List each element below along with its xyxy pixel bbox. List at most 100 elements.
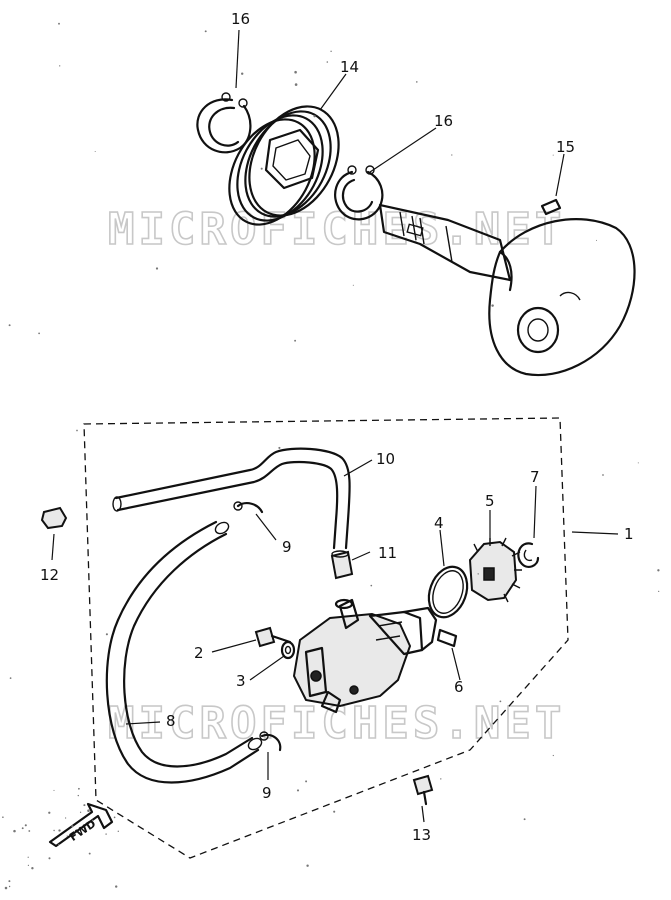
scan-speck bbox=[94, 151, 96, 152]
callout-1: 1 bbox=[624, 525, 634, 543]
scan-speck bbox=[58, 22, 60, 25]
scan-speck bbox=[78, 787, 80, 790]
scan-speck bbox=[552, 754, 554, 757]
scan-speck bbox=[278, 446, 281, 449]
callout-2: 2 bbox=[194, 644, 204, 662]
scan-speck bbox=[4, 886, 8, 890]
scan-speck bbox=[8, 324, 11, 327]
callout-labels: 16 14 16 15 10 7 5 4 1 9 11 12 2 3 6 8 9… bbox=[40, 10, 634, 844]
scan-speck bbox=[523, 818, 526, 821]
scan-speck bbox=[71, 825, 74, 828]
circlip-16-right bbox=[334, 165, 384, 221]
scan-speck bbox=[38, 332, 40, 335]
scan-speck bbox=[8, 880, 11, 883]
scan-speck bbox=[105, 833, 107, 835]
scan-speck bbox=[352, 284, 354, 286]
scan-speck bbox=[657, 569, 660, 572]
scan-speck bbox=[595, 239, 598, 241]
scan-speck bbox=[87, 809, 90, 812]
scan-speck bbox=[31, 867, 34, 870]
assembly-boundary-1 bbox=[83, 417, 569, 859]
scan-speck bbox=[451, 154, 453, 156]
callout-9-lower: 9 bbox=[262, 784, 272, 802]
o-ring-4 bbox=[427, 565, 469, 619]
scan-speck bbox=[9, 677, 12, 679]
scan-speck bbox=[58, 829, 61, 832]
scan-speck bbox=[296, 789, 300, 792]
scan-speck bbox=[440, 778, 442, 780]
scan-speck bbox=[27, 856, 29, 858]
scan-speck bbox=[91, 819, 94, 822]
callout-8: 8 bbox=[166, 712, 176, 730]
scan-speck bbox=[21, 827, 24, 830]
pump-body bbox=[292, 598, 438, 714]
scan-speck bbox=[294, 339, 297, 342]
scan-speck bbox=[79, 811, 82, 813]
callout-9-upper: 9 bbox=[282, 538, 292, 556]
scan-speck bbox=[64, 817, 67, 819]
scan-speck bbox=[155, 267, 159, 270]
scan-speck bbox=[294, 83, 298, 86]
scan-speck bbox=[370, 584, 373, 587]
callout-10: 10 bbox=[376, 450, 395, 468]
scan-speck bbox=[326, 61, 329, 63]
scan-speck bbox=[330, 50, 332, 53]
scan-speck bbox=[28, 830, 31, 832]
scan-speck bbox=[294, 70, 297, 74]
dowel-pin-15 bbox=[540, 198, 562, 216]
callout-4: 4 bbox=[434, 514, 444, 532]
scan-speck bbox=[117, 830, 119, 832]
fwd-arrow: FWD bbox=[48, 802, 114, 848]
hose-clip-9-lower bbox=[259, 731, 282, 752]
scan-speck bbox=[499, 700, 502, 703]
scan-speck bbox=[48, 811, 51, 814]
scan-specks bbox=[2, 22, 660, 890]
callout-13: 13 bbox=[412, 826, 431, 844]
gear-5 bbox=[468, 537, 522, 603]
scan-speck bbox=[113, 816, 116, 819]
callout-6: 6 bbox=[454, 678, 464, 696]
callout-12: 12 bbox=[40, 566, 59, 584]
pulley-14 bbox=[228, 105, 340, 226]
fwd-label: FWD bbox=[67, 817, 98, 844]
callout-16-right: 16 bbox=[434, 112, 453, 130]
hose-10 bbox=[112, 447, 351, 550]
callout-16-left: 16 bbox=[231, 10, 250, 28]
bolt-13 bbox=[412, 774, 434, 806]
scan-speck bbox=[59, 65, 61, 67]
scan-speck bbox=[477, 573, 479, 575]
callout-3: 3 bbox=[236, 672, 246, 690]
scan-speck bbox=[552, 154, 554, 156]
scan-speck bbox=[76, 429, 78, 432]
crank-shaft bbox=[378, 203, 512, 282]
hose-clip-9-upper bbox=[233, 501, 264, 514]
scan-speck bbox=[77, 794, 79, 797]
scan-speck bbox=[637, 462, 639, 464]
crank-web bbox=[488, 218, 636, 377]
scan-speck bbox=[602, 474, 604, 476]
callout-15: 15 bbox=[556, 138, 575, 156]
scan-speck bbox=[415, 81, 418, 83]
callout-14: 14 bbox=[340, 58, 359, 76]
scan-speck bbox=[27, 864, 30, 867]
cap-12 bbox=[40, 506, 68, 530]
scan-speck bbox=[48, 857, 51, 860]
scan-speck bbox=[658, 590, 660, 593]
sleeve-11 bbox=[330, 550, 354, 580]
scan-speck bbox=[53, 829, 55, 832]
scan-speck bbox=[241, 72, 244, 75]
scan-speck bbox=[88, 852, 91, 855]
scan-speck bbox=[13, 829, 16, 833]
circlip-16-left bbox=[196, 92, 252, 154]
scan-speck bbox=[24, 824, 27, 827]
callout-7: 7 bbox=[530, 468, 540, 486]
scan-speck bbox=[306, 864, 309, 867]
scan-speck bbox=[66, 835, 68, 837]
scan-speck bbox=[333, 810, 336, 813]
clip-7 bbox=[517, 542, 540, 568]
scan-speck bbox=[2, 816, 4, 818]
leader-lines bbox=[51, 29, 619, 823]
scan-speck bbox=[491, 304, 494, 307]
hose-8 bbox=[105, 520, 263, 784]
